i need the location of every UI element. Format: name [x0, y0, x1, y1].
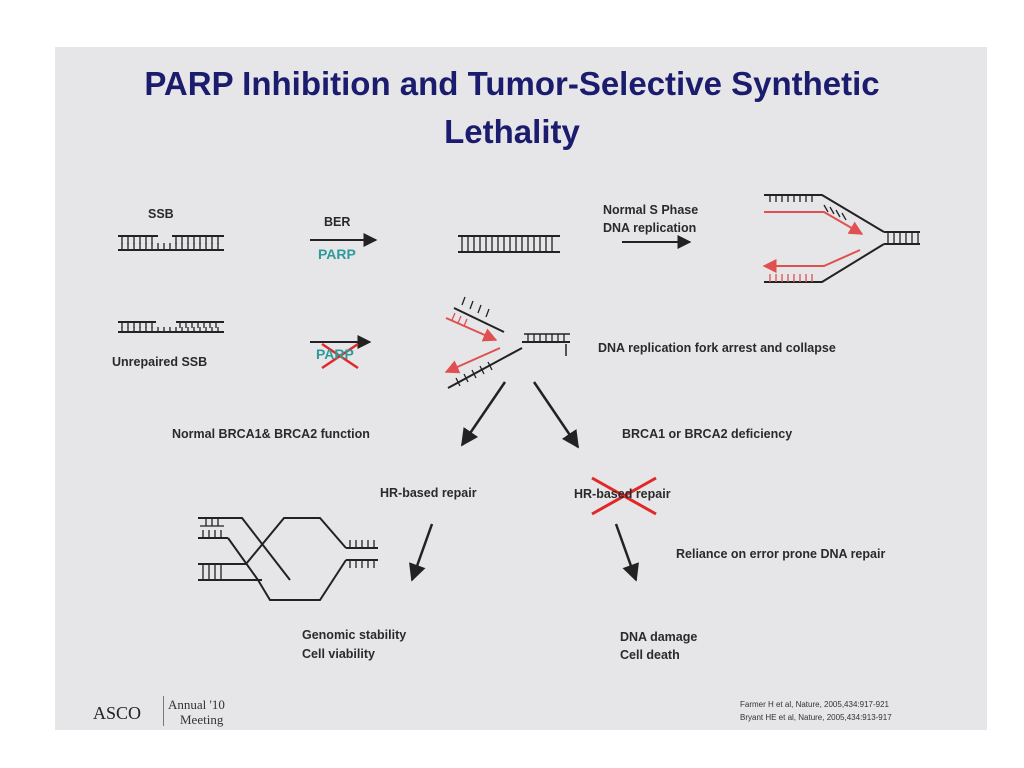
annual-text: Annual '10: [168, 697, 225, 712]
dna-ssb-row1: [118, 235, 224, 251]
label-hr-repair: HR-based repair: [380, 486, 477, 500]
label-cell-death: Cell death: [620, 648, 680, 662]
holliday-junction: [198, 517, 378, 601]
reference-farmer: Farmer H et al, Nature, 2005,434:917-921: [740, 700, 889, 709]
logo-divider: [163, 696, 164, 726]
branch-arrow-normal: [460, 381, 507, 447]
slide-title-line2: Lethality: [444, 113, 580, 150]
label-unrepaired-ssb: Unrepaired SSB: [112, 355, 208, 369]
branch-arrow-deficient: [532, 381, 580, 449]
hr-repair-arrow: [409, 523, 434, 582]
label-dna-replication: DNA replication: [603, 221, 697, 235]
hr-repair-cross: [591, 476, 657, 516]
label-cell-viability: Cell viability: [302, 647, 375, 661]
label-ssb: SSB: [148, 207, 174, 221]
dna-unrepaired-ssb: [118, 321, 224, 333]
asco-logo: ASCO Annual '10 Meeting: [93, 694, 263, 732]
label-hr-repair-crossed: HR-based repair: [574, 487, 671, 501]
reference-bryant: Bryant HE et al, Nature, 2005,434:913-91…: [740, 713, 892, 722]
label-brca-deficiency: BRCA1 or BRCA2 deficiency: [622, 427, 793, 441]
parp-inhibition-cross: [321, 342, 359, 370]
asco-wordmark: ASCO: [93, 703, 142, 723]
label-ber: BER: [324, 215, 351, 229]
replication-fork-collapsed: [444, 296, 570, 389]
label-parp: PARP: [318, 246, 356, 262]
replication-fork-normal: [762, 194, 920, 283]
label-genomic-stability: Genomic stability: [302, 628, 407, 642]
label-reliance: Reliance on error prone DNA repair: [676, 547, 886, 561]
label-normal-s-phase: Normal S Phase: [603, 203, 699, 217]
annual-meeting-text: Annual '10 Meeting: [168, 697, 225, 727]
label-fork-arrest: DNA replication fork arrest and collapse: [598, 341, 836, 355]
slide-background: [55, 47, 987, 730]
slide-title-line1: PARP Inhibition and Tumor-Selective Synt…: [144, 65, 880, 102]
label-parp-inhibited: PARP: [316, 346, 354, 362]
meeting-text: Meeting: [180, 712, 224, 727]
label-dna-damage: DNA damage: [620, 630, 698, 644]
dna-repaired: [458, 235, 560, 253]
error-prone-arrow: [614, 523, 639, 582]
label-normal-brca: Normal BRCA1& BRCA2 function: [172, 427, 370, 441]
